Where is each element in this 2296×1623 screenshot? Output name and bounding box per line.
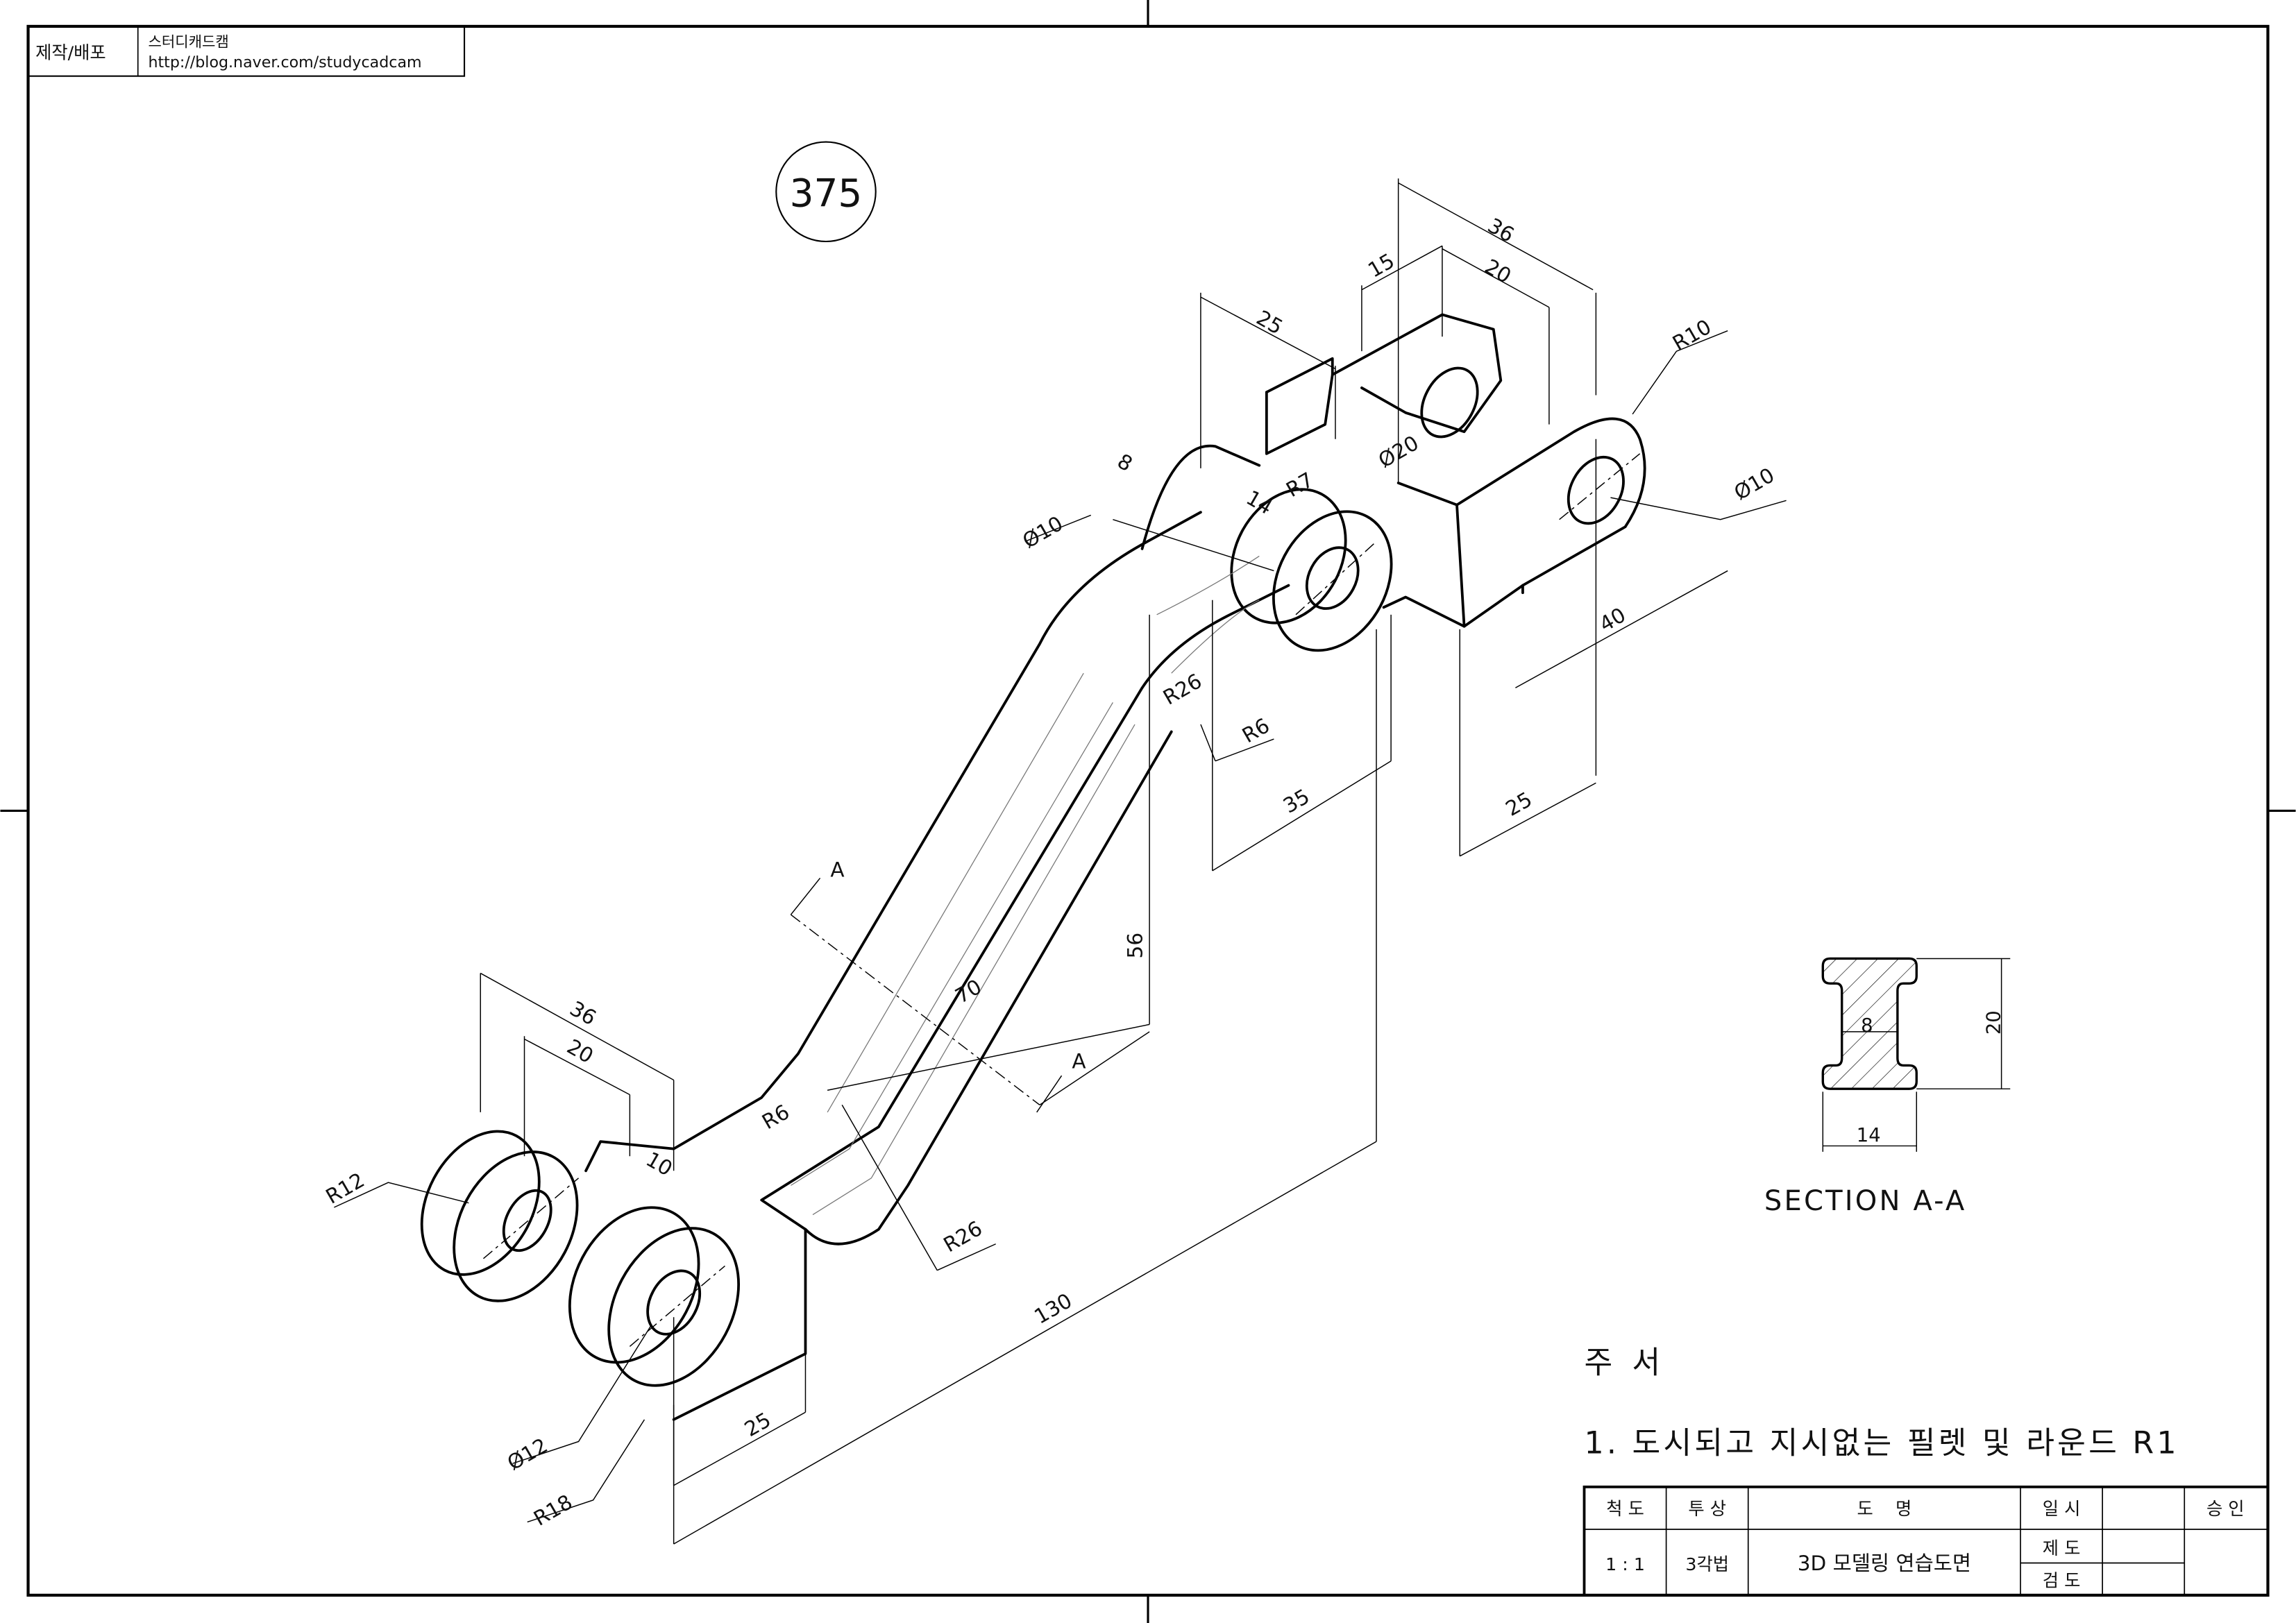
dim-bottom-36: 36 <box>566 996 600 1030</box>
drawing-number: 375 <box>790 171 863 215</box>
dimension-labels: 36 15 20 25 R10 Ø10 Ø20 R7 8 14 Ø10 40 2… <box>322 214 1779 1531</box>
name-label: 도 명 <box>1857 1499 1912 1519</box>
dim-top-20: 20 <box>1480 255 1515 288</box>
dim-top-15: 15 <box>1364 249 1399 282</box>
header-box: 제작/배포 스터디캐드캠 http://blog.naver.com/study… <box>27 25 466 77</box>
dim-d10-left: Ø10 <box>1019 511 1067 553</box>
dim-r7: R7 <box>1282 468 1317 502</box>
notes-title: 주 서 <box>1585 1345 1661 1380</box>
dim-r6-upper: R6 <box>1238 713 1274 747</box>
title-block: 척 도 투 상 도 명 일 시 승 인 1 : 1 3각법 3D 모델링 연습도… <box>1582 1485 2270 1597</box>
scale-value: 1 : 1 <box>1605 1554 1645 1574</box>
drawing-name: 3D 모델링 연습도면 <box>1798 1552 1971 1575</box>
section-flange: 14 <box>1857 1125 1881 1146</box>
dim-d10-right: Ø10 <box>1730 464 1779 505</box>
dim-8: 8 <box>1113 449 1136 476</box>
projection-value: 3각법 <box>1685 1554 1729 1574</box>
section-profile <box>1821 957 1918 1090</box>
header-company: 스터디캐드캠 <box>148 33 228 50</box>
drawing-number-circle <box>775 141 877 243</box>
date-label: 일 시 <box>2043 1499 2081 1519</box>
dim-130: 130 <box>1030 1289 1076 1329</box>
dim-top-36: 36 <box>1484 214 1519 247</box>
approve-label: 승 인 <box>2206 1499 2245 1519</box>
notes: 주 서 1. 도시되고 지시없는 필렛 및 라운드 R1 <box>1585 1345 2179 1461</box>
checked-label: 검 도 <box>2043 1570 2081 1590</box>
dim-r6-lower: R6 <box>758 1100 793 1134</box>
dim-70: 70 <box>952 975 986 1008</box>
header-url: http://blog.naver.com/studycadcam <box>148 53 421 71</box>
part-isometric <box>420 313 1646 1421</box>
dim-25-right: 25 <box>1502 788 1537 821</box>
dim-r18: R18 <box>530 1490 576 1530</box>
dim-r26-upper: R26 <box>1159 669 1206 709</box>
note-item: 1. 도시되고 지시없는 필렛 및 라운드 R1 <box>1585 1425 2179 1461</box>
projection-label: 투 상 <box>1688 1499 1726 1519</box>
dim-bottom-20: 20 <box>563 1035 598 1068</box>
drawing-border <box>26 24 2270 1597</box>
dim-bottom-25: 25 <box>741 1408 775 1441</box>
drawn-label: 제 도 <box>2043 1538 2081 1558</box>
dim-56: 56 <box>1124 933 1147 959</box>
dim-d12: Ø12 <box>503 1434 552 1475</box>
header-label: 제작/배포 <box>35 42 106 62</box>
dim-r10: R10 <box>1669 315 1715 355</box>
section-height: 20 <box>1984 1010 2005 1035</box>
section-mark-a2: A <box>1072 1050 1086 1073</box>
section-title: SECTION A-A <box>1764 1185 1967 1217</box>
dim-14: 14 <box>1242 486 1277 519</box>
dim-bottom-10: 10 <box>642 1147 677 1180</box>
dimension-lines <box>334 178 1787 1545</box>
dim-35: 35 <box>1279 784 1314 817</box>
section-a-a: 8 20 14 SECTION A-A <box>1764 957 2011 1217</box>
dim-40: 40 <box>1596 603 1630 636</box>
scale-label: 척 도 <box>1606 1499 1644 1519</box>
section-width: 8 <box>1861 1015 1873 1037</box>
dim-top-25: 25 <box>1252 306 1287 339</box>
center-lines <box>482 453 1641 1347</box>
section-mark-a1: A <box>830 858 844 881</box>
